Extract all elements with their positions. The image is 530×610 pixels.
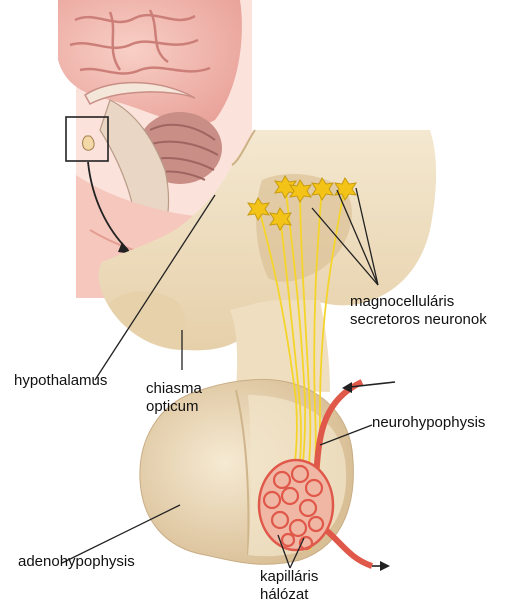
label-capillary-line2: hálózat	[260, 586, 309, 603]
zoom-box-hypophysis	[82, 135, 95, 151]
label-capillary-network: kapilláris hálózat	[260, 568, 318, 604]
label-capillary-line1: kapilláris	[260, 568, 319, 585]
capillary-loops	[262, 464, 325, 551]
label-neurohypophysis: neurohypophysis	[372, 414, 485, 432]
pituitary-lobe-divider	[235, 389, 250, 556]
outgoing-vein	[318, 522, 374, 569]
label-hypothalamus-text: hypothalamus	[14, 372, 108, 389]
leader-neurohypophysis	[319, 424, 373, 446]
leader-magnocellular-3	[355, 187, 379, 286]
leader-adenohypophysis	[61, 504, 181, 564]
leader-magnocellular-2	[336, 189, 379, 286]
incoming-arrow-head	[342, 382, 352, 393]
cerebrum-folds	[69, 9, 211, 75]
label-adenohypophysis-text: adenohypophysis	[18, 553, 135, 570]
label-chiasma-line2: opticum	[146, 398, 199, 415]
label-magnocellular: magnocelluláris secretoros neuronok	[350, 293, 487, 329]
label-magnocellular-line1: magnocelluláris	[350, 293, 455, 310]
label-magnocellular-line2: secretoros neuronok	[350, 311, 487, 328]
leader-capillary-2	[289, 537, 305, 569]
hypothalamus-shadow	[256, 174, 352, 282]
leader-lines	[61, 187, 379, 569]
label-chiasma-opticum: chiasma opticum	[146, 380, 202, 416]
cerebellum-folds	[147, 123, 219, 181]
label-chiasma-line1: chiasma	[146, 380, 202, 397]
label-neurohypophysis-text: neurohypophysis	[372, 414, 486, 431]
leader-capillary-1	[277, 534, 291, 569]
zoom-box	[65, 116, 109, 162]
outgoing-arrow-head	[380, 561, 390, 571]
leader-hypothalamus	[94, 194, 216, 381]
chiasma-opticum-shape	[108, 290, 187, 350]
leader-magnocellular-1	[311, 207, 379, 286]
label-hypothalamus: hypothalamus	[14, 372, 107, 390]
zoom-arrow-head	[118, 242, 132, 254]
blood-vessels	[257, 379, 396, 571]
label-adenohypophysis: adenohypophysis	[18, 553, 135, 571]
incoming-arrow	[349, 381, 396, 388]
corpus-callosum	[84, 81, 196, 106]
neuron-cell-bodies	[246, 175, 358, 231]
third-ventricle-fold	[231, 129, 256, 166]
